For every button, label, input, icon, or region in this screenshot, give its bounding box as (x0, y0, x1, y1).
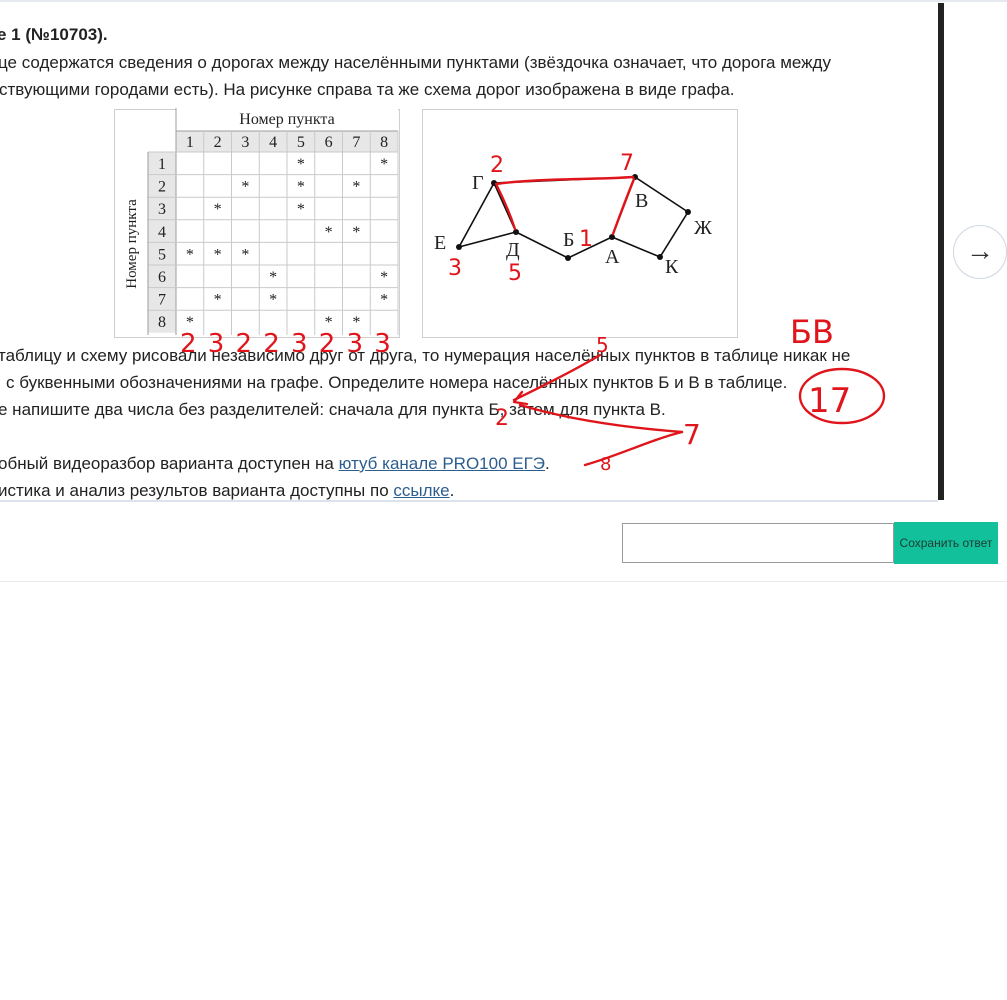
stats-prefix: истика и анализ результов варианта досту… (0, 481, 394, 500)
youtube-channel-link[interactable]: ютуб канале PRO100 ЕГЭ (338, 454, 546, 473)
footer-divider (0, 581, 1007, 582)
task-text-line-1: це содержатся сведения о дорогах между н… (0, 53, 831, 72)
content-divider (0, 500, 938, 502)
answer-input[interactable] (622, 523, 894, 563)
task-text-line-2: ствующими городами есть). На рисунке спр… (0, 80, 735, 99)
stats-link[interactable]: ссылке (393, 481, 450, 500)
next-task-button[interactable]: → (953, 225, 1007, 279)
task-text-line-3: таблицу и схему рисовали независимо друг… (0, 346, 851, 365)
arrow-right-icon: → (966, 235, 994, 266)
video-suffix: . (545, 454, 550, 473)
save-answer-button[interactable]: Сохранить ответ (894, 522, 998, 564)
task-title: е 1 (№10703). (0, 25, 108, 44)
roads-graph-figure (422, 109, 738, 338)
roads-table-figure (114, 109, 400, 338)
top-border (0, 0, 1007, 2)
task-text-line-4: с буквенными обозначениями на графе. Опр… (6, 373, 788, 392)
task-text-line-5: е напишите два числа без разделителей: с… (0, 400, 666, 419)
video-analysis-line: обный видеоразбор варианта доступен на ю… (0, 454, 550, 474)
task-content: е 1 (№10703). це содержатся сведения о д… (0, 3, 938, 501)
stats-line: истика и анализ результов варианта досту… (0, 481, 454, 501)
stats-suffix: . (449, 481, 455, 500)
content-scroll-edge (938, 3, 944, 500)
video-prefix: обный видеоразбор варианта доступен на (0, 454, 339, 473)
